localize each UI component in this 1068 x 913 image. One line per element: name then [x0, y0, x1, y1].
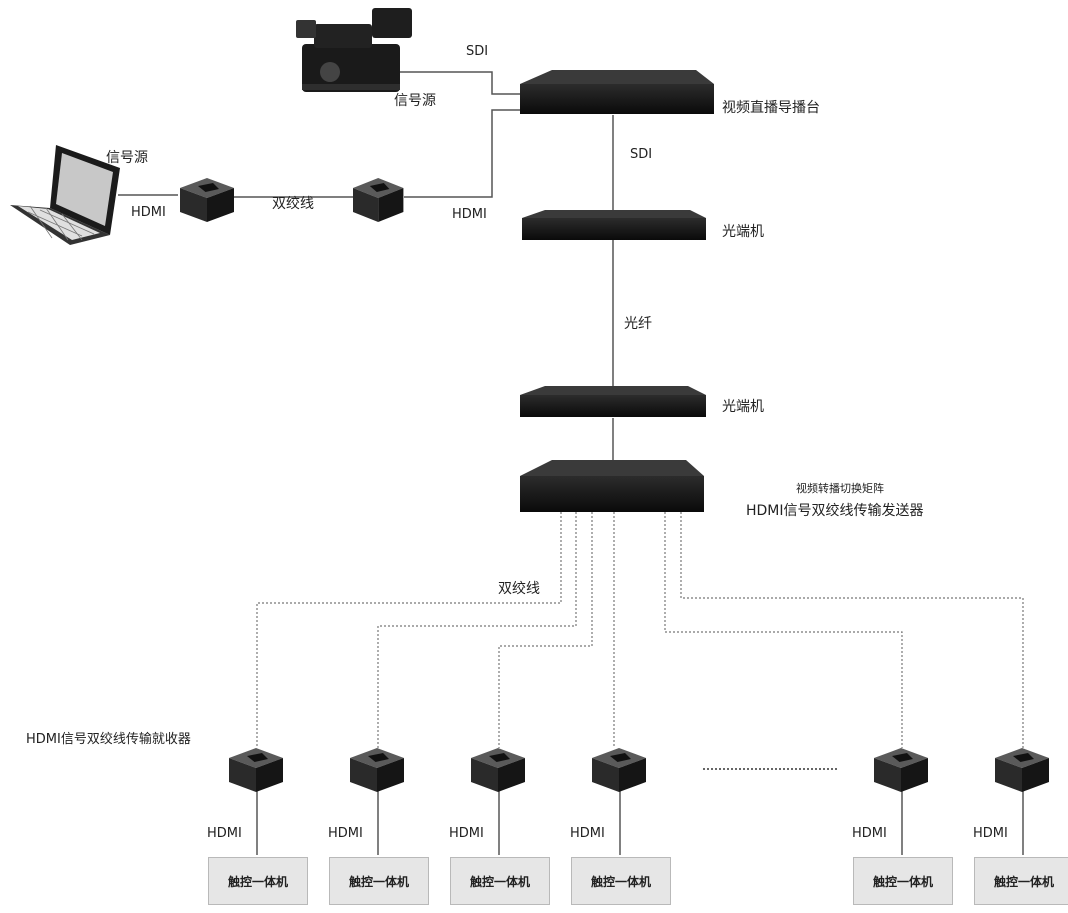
sdi-camera-link — [400, 71, 520, 95]
receiver-label: HDMI信号双绞线传输就收器 — [26, 732, 191, 747]
matrix-device — [520, 460, 704, 512]
laptop-icon — [10, 145, 120, 245]
camera-source-label: 信号源 — [394, 93, 436, 109]
hdmi-laptop-label: HDMI — [131, 205, 166, 220]
optical-1-label: 光端机 — [722, 224, 764, 240]
touch-terminal: 触控一体机 — [329, 857, 429, 905]
receiver-hdmi-label: HDMI — [852, 826, 887, 841]
touch-terminal: 触控一体机 — [571, 857, 671, 905]
sdi-down-label: SDI — [630, 147, 653, 162]
receiver-hdmi-label: HDMI — [570, 826, 605, 841]
twisted-pair-cables — [256, 512, 1024, 748]
touch-terminal: 触控一体机 — [974, 857, 1068, 905]
receiver-3 — [471, 748, 525, 792]
extender-switcher-side — [353, 178, 404, 222]
switcher-device — [520, 70, 714, 114]
receiver-terminal-lines — [256, 790, 1024, 855]
matrix-label-line2: HDMI信号双绞线传输发送器 — [746, 503, 924, 519]
ellipsis-dots — [703, 768, 837, 770]
twisted-pair-top-label: 双绞线 — [272, 196, 314, 212]
laptop-source-label: 信号源 — [106, 150, 148, 166]
receiver-5 — [874, 748, 928, 792]
receiver-hdmi-label: HDMI — [328, 826, 363, 841]
touch-terminal: 触控一体机 — [208, 857, 308, 905]
switcher-label: 视频直播导播台 — [722, 100, 820, 116]
receiver-hdmi-label: HDMI — [973, 826, 1008, 841]
matrix-label-line1: 视频转播切换矩阵 — [796, 482, 884, 495]
optical-2-label: 光端机 — [722, 399, 764, 415]
extender-laptop-side — [180, 178, 234, 222]
receiver-4 — [592, 748, 646, 792]
hdmi-switcher-link — [404, 109, 520, 198]
receiver-hdmi-label: HDMI — [207, 826, 242, 841]
fiber-label: 光纤 — [624, 316, 652, 332]
touch-terminal: 触控一体机 — [853, 857, 953, 905]
optical-transceiver-1 — [522, 210, 706, 240]
connection-lines — [118, 71, 614, 462]
sdi-top-label: SDI — [466, 44, 489, 59]
receiver-1 — [229, 748, 283, 792]
optical-transceiver-2 — [520, 386, 706, 417]
receiver-hdmi-label: HDMI — [449, 826, 484, 841]
touch-terminal: 触控一体机 — [450, 857, 550, 905]
twisted-pair-bottom-label: 双绞线 — [498, 581, 540, 597]
receiver-6 — [995, 748, 1049, 792]
hdmi-switcher-label: HDMI — [452, 207, 487, 222]
receiver-2 — [350, 748, 404, 792]
video-camera-icon — [296, 8, 412, 92]
